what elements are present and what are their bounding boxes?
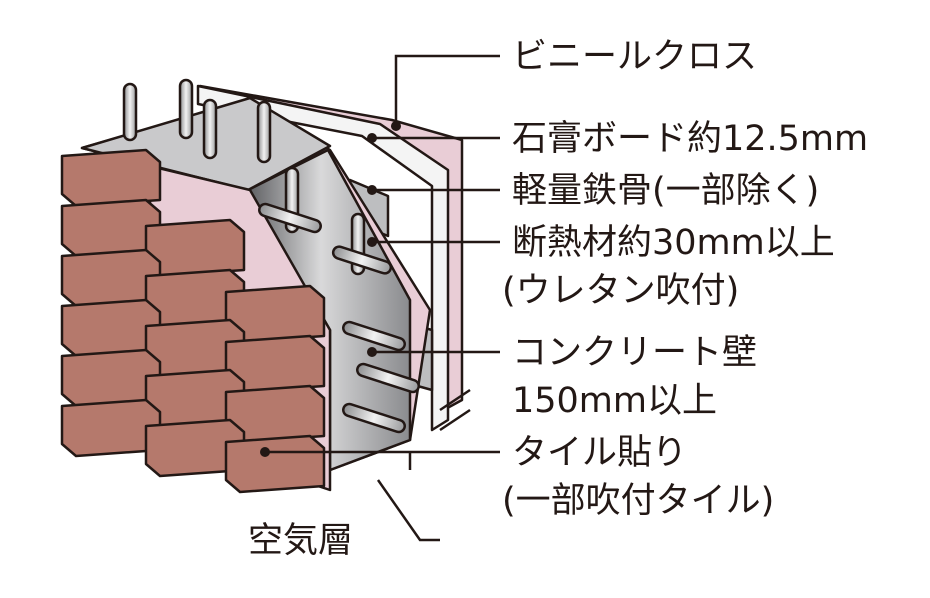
label-tile-note: (一部吹付タイル) (502, 481, 774, 521)
label-light-steel: 軽量鉄骨(一部除く) (512, 171, 819, 211)
label-air-layer: 空気層 (248, 521, 353, 561)
callout-labels: ビニールクロス 石膏ボード約12.5mm 軽量鉄骨(一部除く) 断熱材約30mm… (248, 37, 868, 561)
brick-tile-face (60, 148, 326, 494)
label-concrete-wall: コンクリート壁 (512, 333, 757, 373)
leader-lines (265, 54, 500, 542)
label-tile: タイル貼り (512, 433, 687, 473)
label-concrete-thickness: 150mm以上 (512, 381, 717, 421)
leader-dots (260, 121, 401, 457)
label-insulation: 断熱材約30mm以上 (512, 223, 835, 263)
label-gypsum-board: 石膏ボード約12.5mm (512, 119, 868, 159)
wall-illustration (60, 78, 464, 494)
rebar-rods (122, 78, 420, 434)
label-vinyl-cloth: ビニールクロス (512, 37, 757, 77)
label-insulation-note: (ウレタン吹付) (502, 271, 739, 311)
